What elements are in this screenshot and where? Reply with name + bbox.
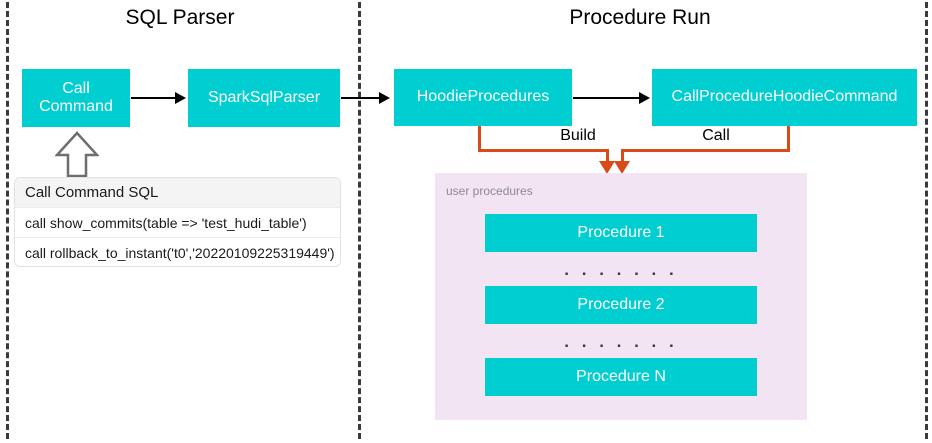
sql-table-row: call show_commits(table => 'test_hudi_ta…	[15, 208, 340, 238]
ellipsis-separator: . . . . . . .	[564, 332, 678, 351]
ellipsis-separator: . . . . . . .	[564, 260, 678, 279]
section-title-procedure-run: Procedure Run	[569, 6, 711, 29]
connector-call-arrowhead	[614, 161, 630, 174]
section-title-sql-parser: SQL Parser	[125, 6, 235, 29]
connector-build-vertical-end	[606, 149, 609, 164]
divider-left	[6, 2, 9, 439]
arrow-head-to-hoodie-procedures	[379, 92, 390, 104]
list-item-procedure-2[interactable]: Procedure 2	[485, 286, 757, 324]
edge-label-call: Call	[685, 127, 747, 145]
arrow-call-command-to-spark-sql-parser	[131, 97, 176, 99]
arrow-spark-sql-parser-to-hoodie-procedures	[341, 97, 380, 99]
connector-call-vertical-start	[787, 126, 790, 152]
user-procedures-label: user procedures	[446, 184, 533, 198]
connector-call-vertical-end	[621, 149, 624, 164]
edge-label-build: Build	[546, 127, 610, 145]
node-spark-sql-parser[interactable]: SparkSqlParser	[188, 69, 340, 127]
block-arrow-up-icon	[55, 131, 99, 178]
user-procedures-panel: user procedures Procedure 1 . . . . . . …	[435, 173, 807, 420]
divider-middle	[358, 2, 361, 439]
arrow-hoodie-procedures-to-call-procedure-command	[573, 97, 640, 99]
sql-table-header: Call Command SQL	[15, 178, 340, 208]
connector-build-horizontal	[478, 149, 609, 152]
connector-build-vertical-start	[478, 126, 481, 152]
divider-right	[925, 2, 928, 439]
node-hoodie-procedures[interactable]: HoodieProcedures	[394, 69, 572, 126]
arrow-head-to-call-procedure-command	[639, 92, 650, 104]
list-item-procedure-n[interactable]: Procedure N	[485, 358, 757, 396]
connector-call-horizontal	[621, 149, 790, 152]
arrow-head-to-spark-sql-parser	[175, 92, 186, 104]
node-call-procedure-hoodie-command[interactable]: CallProcedureHoodieCommand	[652, 69, 917, 126]
sql-table-row: call rollback_to_instant('t0','202201092…	[15, 238, 340, 266]
node-call-command[interactable]: Call Command	[22, 69, 130, 127]
list-item-procedure-1[interactable]: Procedure 1	[485, 214, 757, 252]
connector-build-arrowhead	[599, 161, 615, 174]
call-command-sql-table: Call Command SQL call show_commits(table…	[14, 177, 341, 267]
